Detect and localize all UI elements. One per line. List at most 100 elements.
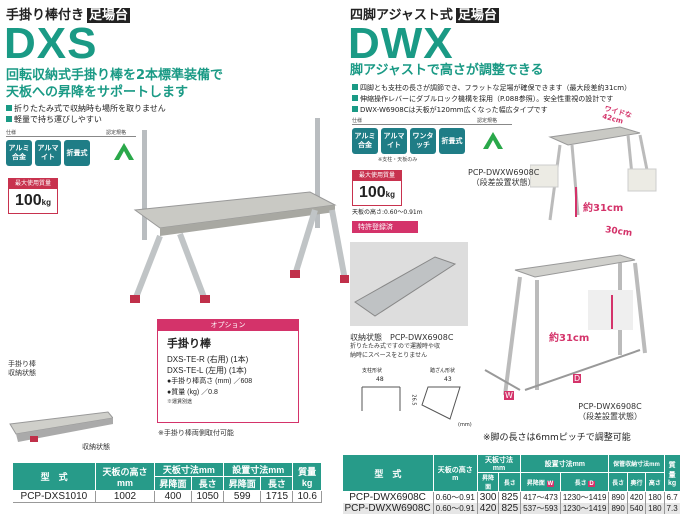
patent-badge: 特許登録済 [352, 221, 418, 233]
cell: 1230～1419 [560, 503, 610, 514]
th-sub: 昇降面 [153, 476, 193, 491]
pitch-note: ※脚の長さは6mmピッチで調整可能 [483, 433, 631, 443]
th-top: 天板寸法mm [153, 462, 225, 477]
option-note: ※運賃別途 [167, 399, 193, 405]
th-sub: 昇降面 [476, 472, 500, 492]
dxs-note: ※手掛り棒両側取付可能 [158, 429, 234, 437]
cell: 10.6 [292, 490, 322, 503]
dwx-spec-label: 仕様認定規格 [352, 117, 512, 125]
step-profile-label: 踏ざん形状 [430, 368, 456, 374]
bullet: 折りたたみ式で収納時も場所を取りません [6, 103, 166, 114]
badge-one-touch: ワンタッチ [410, 128, 436, 154]
cell: 540 [627, 503, 647, 514]
th-install: 設置寸法mm [223, 462, 294, 477]
th-sub: 長さ [608, 472, 628, 492]
kicker-tag: 足場台 [87, 8, 131, 23]
dim-d-label: D [573, 374, 582, 383]
cell: 180 [645, 491, 665, 503]
option-item: DXS-TE-R (右用) (1本) [167, 355, 249, 364]
photo1-caption: PCP-DWXW6908C（段差設置状態） [468, 168, 540, 187]
dxs-storage-photo [9, 411, 113, 442]
caption-storage: 収納状態 [82, 443, 110, 451]
cell: 417～473 [520, 491, 561, 503]
dxs-bullets: 折りたたみ式で収納時も場所を取りません 軽量で持ち運びしやすい [6, 103, 166, 125]
dwx-model-title: DWX [348, 19, 454, 68]
th-sub: 長さ D [559, 472, 610, 492]
cell: 6.7 [664, 491, 680, 503]
option-item: ●質量 (kg) ／0.8 [167, 389, 218, 396]
dwx-badges: アルミ合金 アルマイト ワンタッチ 折畳式 [352, 128, 465, 154]
th-install: 設置寸法mm [520, 454, 610, 473]
cell: 890 [608, 491, 628, 503]
dwx-bullets: 四脚とも支柱の長さが調節でき、フラットな足場が確保できます（最大段差約31cm）… [352, 83, 631, 116]
certification-mark-icon [483, 132, 503, 149]
step-width: 43 [444, 376, 452, 383]
dxs-kicker: 手掛り棒付き足場台 [6, 4, 131, 23]
photo2-caption: PCP-DWX6908C（段差設置状態） [578, 402, 642, 421]
post-profile-label: 支柱形状 [362, 368, 383, 374]
cell: 1715 [260, 490, 294, 503]
dwx-product-photo [484, 254, 647, 396]
lead-line: 天板への昇降をサポートします [6, 85, 189, 100]
th-sub: 長さ [260, 476, 294, 491]
option-item: DXS-TE-L (左用) (1本) [167, 366, 247, 375]
dxs-model-title: DXS [4, 19, 98, 68]
dwxw-product-photo [530, 126, 657, 221]
lead-line: 回転収納式手掛り棒を2本標準装備で [6, 68, 224, 83]
cell: 0.60～0.91 [433, 491, 478, 503]
cell: 890 [608, 503, 628, 514]
step-31-label-1: 約31cm [583, 203, 624, 214]
badge-aluminum: アルミ合金 [352, 128, 378, 154]
caption-handrail-stored: 手掛り棒収納状態 [8, 360, 36, 377]
cell: 1050 [191, 490, 225, 503]
bullet: DWX-W6908Cは天板が120mm広くなった幅広タイプです [352, 105, 631, 116]
cell: 537～593 [520, 503, 561, 514]
th-sub: 奥行 [626, 472, 647, 492]
cell: PCP-DWXW6908C [342, 503, 434, 514]
height-range: 天板の高さ:0.60～0.91m [352, 209, 423, 216]
dxs-spec-label: 仕様認定規格 [6, 129, 136, 137]
unit-label: (mm) [458, 422, 472, 428]
dxs-badges: アルミ合金 アルマイト 折畳式 [6, 140, 90, 166]
cell: 0.60～0.91 [433, 503, 478, 514]
dxs-product-photo [130, 118, 349, 303]
option-header: オプション [158, 320, 298, 331]
option-item: ●手掛り棒高さ (mm) ／608 [167, 378, 253, 385]
kicker-text: 手掛り棒付き [6, 8, 85, 23]
dwx-storage-photo [350, 242, 468, 326]
cell: 825 [498, 491, 522, 503]
kicker-text: 四脚アジャスト式 [350, 8, 453, 23]
th-sub: 長さ [191, 476, 225, 491]
cell: 420 [627, 491, 647, 503]
dim-w-label: W [504, 391, 514, 400]
bullet: 伸縮操作レバーにダブルロック機構を採用（P.088参照）。安全性重視の設計です [352, 94, 631, 105]
post-width: 48 [376, 376, 384, 383]
bullet: 軽量で持ち運びしやすい [6, 114, 166, 125]
cell: PCP-DWX6908C [342, 491, 434, 503]
th-model: 型 式 [342, 454, 434, 492]
badge-note: ※支柱・天板のみ [378, 157, 418, 163]
cell: PCP-DXS1010 [12, 490, 97, 503]
dxs-lead: 回転収納式手掛り棒を2本標準装備で天板への昇降をサポートします [6, 67, 223, 101]
option-box: オプション 手掛り棒 DXS-TE-R (右用) (1本) DXS-TE-L (… [157, 319, 299, 423]
cell: 180 [645, 503, 665, 514]
certification-mark-icon [114, 143, 134, 160]
th-sub: 昇降面 [223, 476, 262, 491]
th-storage: 保管収納寸法mm [608, 454, 665, 473]
cell: 1002 [95, 490, 155, 503]
cell: 7.3 [664, 503, 680, 514]
th-sub: 長さ [498, 472, 522, 492]
badge-alumite: アルマイト [381, 128, 407, 154]
cell: 300 [477, 491, 500, 503]
th-sub: 高さ [645, 472, 665, 492]
